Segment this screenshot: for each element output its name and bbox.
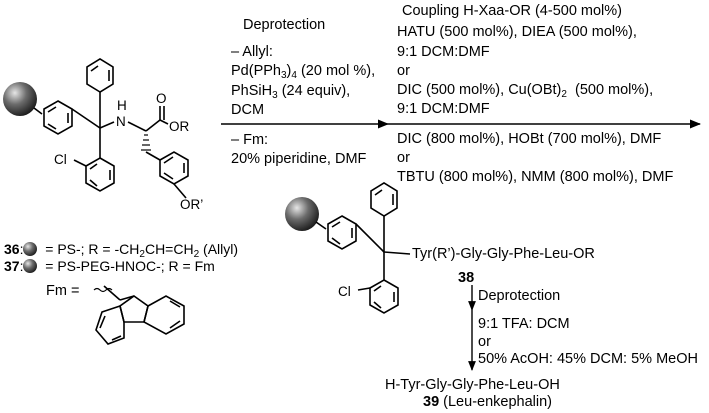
coupling-line-4: 9:1 DCM:DMF [397,101,490,117]
deprotection-heading: Deprotection [243,17,326,33]
coupling-line-3-post: (500 mol%), [566,82,654,98]
start-structure [3,58,189,199]
coupling-line-3: DIC (500 mol%), Cu(OBt)2 (500 mol%), [397,82,654,100]
legend-bead-37-icon [23,259,37,273]
compound-37-number: 37 [4,258,20,274]
fm-label: – Fm: [231,132,269,148]
legend-37-def: = PS-PEG-HNOC-; R = Fm [41,258,215,274]
allyl-reagent-1-post: ) [286,63,292,79]
allyl-reagent-2: PhSiH3 (24 equiv), [231,83,351,101]
product-name: (Leu-enkephalin) [439,394,552,410]
product-label: 39 (Leu-enkephalin) [423,394,552,411]
coupling-line-6: TBTU (800 mol%), NMM (800 mol%), DMF [397,169,674,185]
final-option-1: 9:1 TFA: DCM [478,316,570,332]
allyl-reagent-1: Pd(PPh3)4 (20 mol %), [231,63,376,81]
intermediate-cl-label: Cl [338,284,351,299]
allyl-solvent: DCM [231,102,265,118]
allyl-reagent-2-pre: PhSiH [231,83,273,99]
coupling-line-3-sub: 2 [561,89,567,100]
coupling-line-5: DIC (800 mol%), HOBt (700 mol%), DMF [397,131,662,147]
coupling-or-2: or [397,150,410,166]
coupling-or-1: or [397,63,410,79]
compound-36-number: 36 [4,241,20,257]
ester-or-label: OR [169,119,190,134]
start-cl-label: Cl [54,152,67,167]
intermediate-structure [285,182,411,314]
allyl-reagent-1-sub: 3 [280,70,287,81]
tyrosine-ring [159,151,189,185]
resin-bead-icon [285,197,319,231]
final-or: or [478,334,491,350]
allyl-reagent-1-pre: Pd(PPh [231,63,281,79]
fm-equals-label: Fm = [46,283,80,299]
legend-36-tail: (Allyl) [199,241,239,257]
coupling-line-3-pre: DIC (500 mol%), Cu(OBt) [397,82,562,98]
resin-bead-icon [3,82,37,116]
allyl-reagent-2-sub: 3 [272,90,278,101]
legend-36-sub2: 2 [193,249,200,260]
intermediate-peptide: Tyr(R’)-Gly-Gly-Phe-Leu-OR [412,246,595,262]
carbonyl-o-label: O [156,91,167,106]
allyl-reagent-1-tail: (20 mol %), [296,63,376,79]
legend-37-colon: : [19,258,28,274]
coupling-line-2: 9:1 DCM:DMF [397,44,490,60]
legend-36-def: = PS-; R = -CH [41,241,140,257]
start-oprime-label: OR’ [180,197,204,212]
allyl-reagent-1-sub2: 4 [291,70,297,81]
legend-36-sub1: 2 [139,249,145,260]
coupling-heading: Coupling H-Xaa-OR (4-500 mol%) [402,3,622,19]
nh-h-label: H [117,98,127,113]
legend-36-mid: CH=CH [144,241,194,257]
phenyl-ring-top [86,58,114,93]
final-option-2: 50% AcOH: 45% DCM: 5% MeOH [478,351,698,367]
final-deprotection-heading: Deprotection [478,288,561,304]
coupling-line-1: HATU (500 mol%), DIEA (500 mol%), [397,24,637,40]
fm-reagent: 20% piperidine, DMF [231,151,367,167]
nh-n-label: N [116,114,126,129]
legend-bead-36-icon [23,242,37,256]
compound-38-number: 38 [458,270,475,286]
fluorenylmethyl-structure [93,285,185,345]
product-peptide: H-Tyr-Gly-Gly-Phe-Leu-OH [385,377,560,393]
wavy-bond-icon [93,287,113,293]
legend-36: 36: = PS-; R = -CH2CH=CH2 (Allyl) [4,241,239,260]
allyl-reagent-2-tail: (24 equiv), [277,83,351,99]
allyl-label: – Allyl: [231,44,273,60]
legend-37: 37: = PS-PEG-HNOC-; R = Fm [4,258,215,275]
compound-39-number: 39 [423,394,440,410]
legend-36-colon: : [19,241,28,257]
